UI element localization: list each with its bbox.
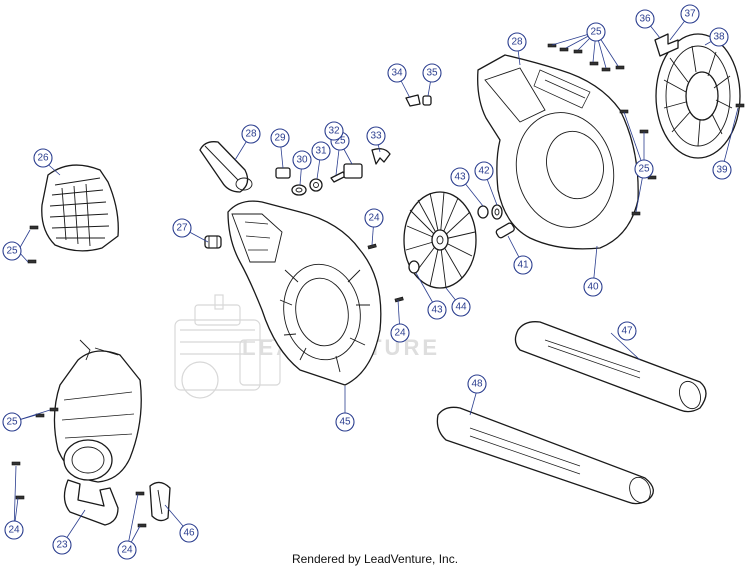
part-48-nozzle — [436, 406, 654, 505]
svg-text:24: 24 — [8, 525, 20, 536]
part-23-front-cover — [53, 339, 142, 526]
svg-text:36: 36 — [639, 14, 651, 25]
callout-25-top[interactable]: 25 — [586, 22, 606, 42]
svg-text:38: 38 — [713, 32, 725, 43]
svg-text:46: 46 — [183, 528, 195, 539]
impeller-hardware — [408, 204, 515, 274]
callout-35[interactable]: 35 — [422, 63, 442, 83]
callout-24-mid[interactable]: 24 — [390, 323, 410, 343]
callout-25-lower-left[interactable]: 25 — [2, 412, 22, 432]
callout-23[interactable]: 23 — [52, 535, 72, 555]
part-46-throttle — [149, 481, 171, 522]
svg-text:23: 23 — [56, 540, 68, 551]
footer-credit: Rendered by LeadVenture, Inc. — [291, 552, 459, 566]
callout-25-right[interactable]: 25 — [634, 159, 654, 179]
callout-46[interactable]: 46 — [179, 523, 199, 543]
svg-text:39: 39 — [716, 165, 728, 176]
svg-text:25: 25 — [6, 246, 18, 257]
svg-text:30: 30 — [296, 155, 308, 166]
part-44-impeller — [403, 191, 477, 289]
part-27-fitting — [204, 235, 222, 249]
callout-33[interactable]: 33 — [366, 126, 386, 146]
engine-ghost — [174, 294, 281, 399]
callout-39[interactable]: 39 — [712, 160, 732, 180]
callout-31[interactable]: 31 — [311, 141, 331, 161]
callout-42[interactable]: 42 — [474, 161, 494, 181]
callout-47[interactable]: 47 — [617, 321, 637, 341]
screws — [11, 43, 745, 528]
part-38-recoil-starter — [655, 33, 741, 159]
svg-text:47: 47 — [621, 326, 633, 337]
callout-43-top[interactable]: 43 — [450, 167, 470, 187]
svg-text:40: 40 — [587, 282, 599, 293]
callout-38[interactable]: 38 — [709, 27, 729, 47]
part-40-rear-housing — [477, 54, 639, 250]
svg-text:32: 32 — [328, 126, 340, 137]
part-47-blower-tube — [514, 321, 707, 413]
svg-text:24: 24 — [394, 328, 406, 339]
svg-text:41: 41 — [517, 260, 529, 271]
callout-24-center[interactable]: 24 — [364, 208, 384, 228]
svg-text:31: 31 — [315, 146, 327, 157]
callout-37[interactable]: 37 — [680, 4, 700, 24]
callout-43-bottom[interactable]: 43 — [427, 300, 447, 320]
svg-text:25: 25 — [334, 136, 346, 147]
callout-34[interactable]: 34 — [387, 63, 407, 83]
svg-text:28: 28 — [245, 129, 257, 140]
svg-text:25: 25 — [638, 164, 650, 175]
part-26-engine-cover — [41, 164, 119, 252]
small-hardware — [275, 94, 432, 196]
svg-text:35: 35 — [426, 68, 438, 79]
svg-text:25: 25 — [6, 417, 18, 428]
svg-text:29: 29 — [274, 133, 286, 144]
part-36-bracket — [654, 33, 679, 57]
svg-text:45: 45 — [339, 417, 351, 428]
callout-32[interactable]: 32 — [324, 121, 344, 141]
callout-24-lower-left[interactable]: 24 — [4, 520, 24, 540]
svg-text:25: 25 — [590, 27, 602, 38]
svg-text:24: 24 — [368, 213, 380, 224]
svg-text:43: 43 — [431, 305, 443, 316]
callout-26[interactable]: 26 — [33, 148, 53, 168]
svg-text:48: 48 — [471, 379, 483, 390]
svg-text:44: 44 — [455, 302, 467, 313]
svg-text:27: 27 — [176, 223, 188, 234]
callout-36[interactable]: 36 — [635, 9, 655, 29]
callout-40[interactable]: 40 — [583, 277, 603, 297]
callout-44[interactable]: 44 — [451, 297, 471, 317]
callout-28-center[interactable]: 28 — [241, 124, 261, 144]
callout-27[interactable]: 27 — [172, 218, 192, 238]
callout-48[interactable]: 48 — [467, 374, 487, 394]
svg-text:34: 34 — [391, 68, 403, 79]
svg-text:26: 26 — [37, 153, 49, 164]
svg-text:37: 37 — [684, 9, 696, 20]
callout-41[interactable]: 41 — [513, 255, 533, 275]
svg-text:42: 42 — [478, 166, 490, 177]
svg-text:33: 33 — [370, 131, 382, 142]
callout-24-bottom[interactable]: 24 — [117, 540, 137, 560]
callout-28-right[interactable]: 28 — [507, 32, 527, 52]
callout-25-left[interactable]: 25 — [2, 241, 22, 261]
callout-29[interactable]: 29 — [270, 128, 290, 148]
svg-text:28: 28 — [511, 37, 523, 48]
svg-text:43: 43 — [454, 172, 466, 183]
callout-45[interactable]: 45 — [335, 412, 355, 432]
part-28-tube — [199, 141, 253, 193]
part-45-fan-housing — [227, 200, 382, 386]
callout-30[interactable]: 30 — [292, 150, 312, 170]
svg-text:24: 24 — [121, 545, 133, 556]
